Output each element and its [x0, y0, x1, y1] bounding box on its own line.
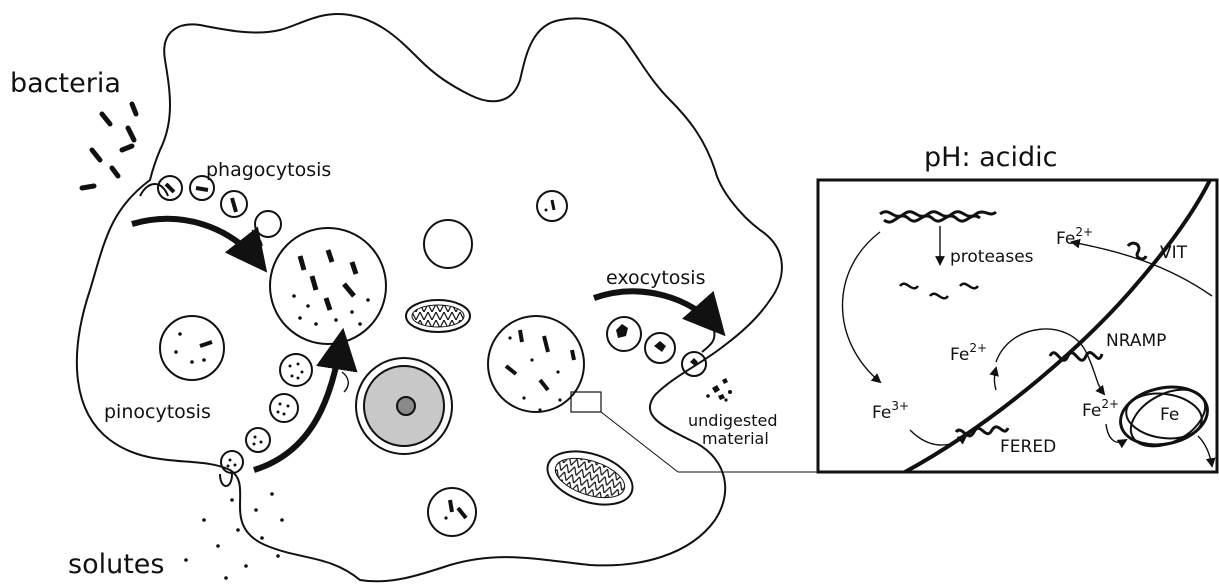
- mitochondrion-lower: [541, 442, 640, 515]
- exocytic-vesicles: [607, 317, 715, 376]
- bacteria-label: bacteria: [10, 68, 121, 99]
- zoom-box: [571, 392, 601, 412]
- exocytosis-label: exocytosis: [606, 267, 705, 289]
- vit-label: VIT: [1160, 243, 1188, 263]
- small-vesicle-top: [537, 191, 567, 221]
- phagocytosis-arrow: [132, 219, 262, 266]
- phagosome: [270, 228, 386, 344]
- undigested-material-particles: [706, 378, 732, 402]
- solutes-label: solutes: [68, 549, 164, 580]
- nucleus: [356, 358, 452, 454]
- undigested-label-line1: undigested: [688, 411, 778, 430]
- left-food-vacuole: [160, 316, 224, 380]
- mitochondrion-upper: [406, 300, 470, 332]
- phagocytosis-label: phagocytosis: [206, 159, 331, 181]
- digestive-vacuole: [488, 316, 584, 412]
- fered-label: FERED: [1000, 437, 1056, 457]
- proteases-label: proteases: [950, 247, 1034, 267]
- inset-title: pH: acidic: [924, 142, 1058, 173]
- bacteria-group: [82, 104, 136, 188]
- phagocytic-vesicles: [140, 176, 281, 246]
- small-vacuole-bottom: [428, 488, 476, 536]
- undigested-label-line2: material: [702, 429, 769, 448]
- pinocytosis-label: pinocytosis: [104, 401, 211, 423]
- empty-vacuole: [424, 220, 472, 268]
- inset-panel: pH: acidic proteases Fe2+ VIT NRAMP Fe2+…: [818, 142, 1217, 472]
- solute-dots: [184, 492, 284, 580]
- nramp-label: NRAMP: [1106, 331, 1166, 351]
- fe-store-label: Fe: [1160, 405, 1179, 425]
- exocytosis-arrow: [594, 291, 720, 330]
